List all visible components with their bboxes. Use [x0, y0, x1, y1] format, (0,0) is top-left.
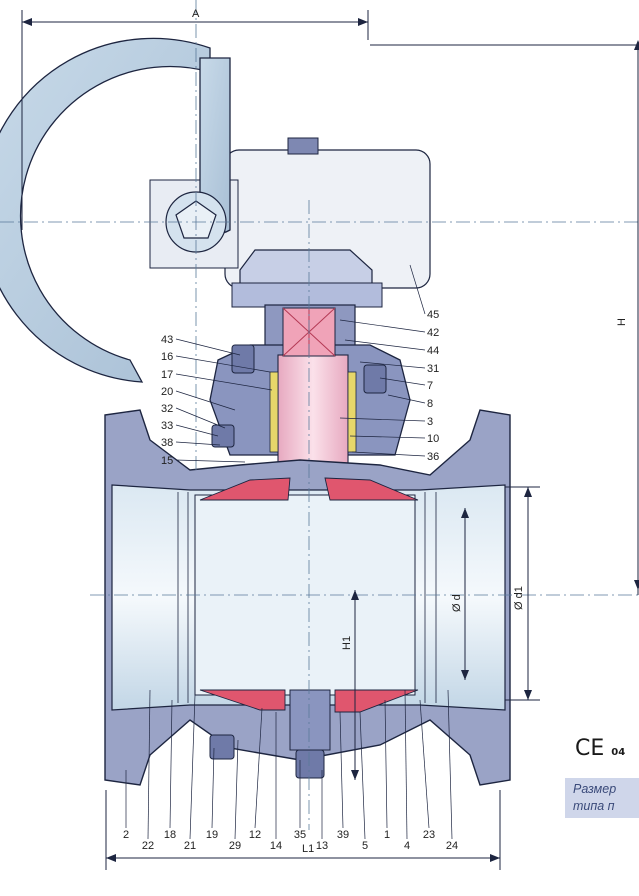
part-label-20: 20 [161, 386, 173, 398]
leader-line [339, 711, 344, 829]
dim-l1-label: L1 [302, 843, 314, 855]
dim-d-label: Ø d [451, 594, 463, 612]
dim-h-label: H [616, 318, 628, 326]
part-label-36: 36 [427, 451, 439, 463]
leader-line [344, 339, 426, 351]
leader-line [175, 373, 273, 391]
leader-line [254, 707, 263, 829]
part-label-4: 4 [404, 840, 410, 852]
dim-h1-label: H1 [341, 636, 353, 650]
leader-line [409, 264, 426, 315]
leader-line [189, 694, 196, 840]
part-label-39: 39 [337, 829, 349, 841]
ce-mark: CE 04 [575, 736, 626, 761]
leader-line [175, 390, 236, 411]
leader-line [379, 377, 426, 386]
dimension-arrows [22, 18, 639, 862]
leader-line [349, 435, 426, 439]
dim-a-label: A [192, 8, 200, 20]
dimension-lines [21, 10, 639, 870]
valve-body [104, 409, 511, 786]
dim-d1-label: Ø d1 [513, 586, 525, 610]
leader-lines [125, 264, 453, 840]
leader-line [175, 441, 221, 446]
part-label-13: 13 [316, 840, 328, 852]
part-label-18: 18 [164, 829, 176, 841]
note-line-1: Размер [573, 782, 617, 796]
part-label-2: 2 [123, 829, 129, 841]
leader-line [387, 394, 426, 404]
part-label-1: 1 [384, 829, 390, 841]
leader-line [419, 699, 430, 829]
leader-line [404, 689, 408, 840]
bonnet [209, 249, 411, 509]
leader-line [169, 699, 173, 829]
part-label-19: 19 [206, 829, 218, 841]
part-label-5: 5 [362, 840, 368, 852]
leader-line [339, 319, 426, 333]
part-labels: 4316172032333815454244317831036222182119… [123, 309, 458, 852]
part-label-24: 24 [446, 840, 458, 852]
leader-line [175, 407, 226, 429]
leader-line [175, 424, 219, 437]
part-label-14: 14 [270, 840, 282, 852]
ce-code: 04 [611, 747, 626, 758]
leader-line [359, 361, 426, 369]
part-label-15: 15 [161, 455, 173, 467]
part-label-38: 38 [161, 437, 173, 449]
part-label-22: 22 [142, 840, 154, 852]
leader-line [339, 417, 426, 422]
handwheel [0, 37, 231, 383]
part-label-3: 3 [427, 416, 433, 428]
part-label-10: 10 [427, 433, 439, 445]
leader-line [175, 459, 246, 463]
part-label-17: 17 [161, 369, 173, 381]
part-label-33: 33 [161, 420, 173, 432]
part-label-45: 45 [427, 309, 439, 321]
part-label-31: 31 [427, 363, 439, 375]
part-label-12: 12 [249, 829, 261, 841]
leader-line [384, 699, 388, 829]
part-label-29: 29 [229, 840, 241, 852]
leader-line [147, 689, 151, 840]
center-lines [0, 0, 639, 830]
part-label-21: 21 [184, 840, 196, 852]
note-box: Размер типа п [565, 778, 639, 818]
part-label-42: 42 [427, 327, 439, 339]
leader-line [234, 739, 239, 840]
part-label-8: 8 [427, 398, 433, 410]
leader-line [447, 689, 453, 840]
leader-line [351, 451, 426, 457]
part-label-23: 23 [423, 829, 435, 841]
part-label-43: 43 [161, 334, 173, 346]
part-label-7: 7 [427, 380, 433, 392]
leader-line [359, 711, 366, 840]
part-label-44: 44 [427, 345, 439, 357]
part-label-35: 35 [294, 829, 306, 841]
leader-line [175, 355, 271, 373]
note-line-2: типа п [573, 799, 615, 813]
part-label-32: 32 [161, 403, 173, 415]
part-label-16: 16 [161, 351, 173, 363]
leader-line [211, 747, 215, 829]
leader-line [175, 338, 241, 356]
